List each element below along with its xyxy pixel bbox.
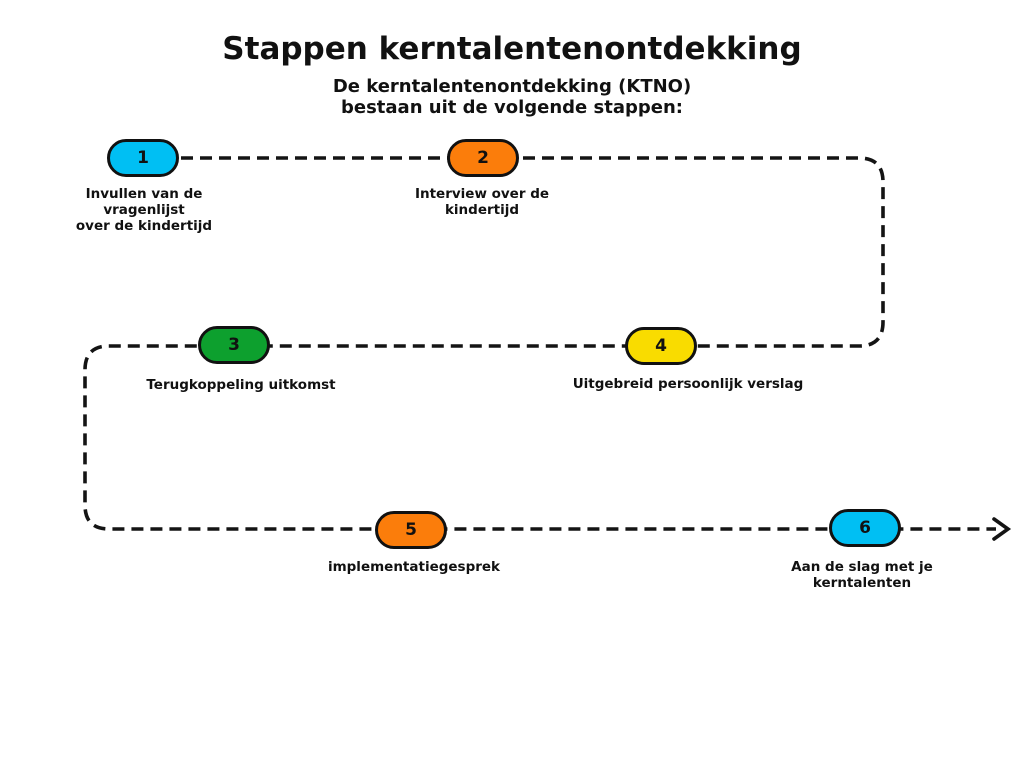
step-5-number: 5 [405,520,417,540]
page-subtitle-line-2: bestaan uit de volgende stappen: [341,97,683,118]
page-subtitle: De kerntalentenontdekking (KTNO) bestaan… [0,76,1024,118]
step-1-pill: 1 [107,139,179,177]
step-5-pill: 5 [375,511,447,549]
step-6-pill: 6 [829,509,901,547]
step-1-number: 1 [137,148,149,168]
step-3-label: Terugkoppeling uitkomst [146,377,336,393]
page-title: Stappen kerntalentenontdekking [222,31,802,67]
step-6-number: 6 [859,518,871,538]
step-4-number: 4 [655,336,667,356]
arrow-head-icon [992,517,1012,541]
step-4-label: Uitgebreid persoonlijk verslag [572,376,804,392]
page-subtitle-line-1: De kerntalentenontdekking (KTNO) [332,76,692,97]
step-2-label: Interview over de kindertijd [414,186,550,218]
step-6-label: Aan de slag met je kerntalenten [791,559,933,591]
step-2-pill: 2 [447,139,519,177]
step-5-label: implementatiegesprek [327,559,501,575]
step-4-pill: 4 [625,327,697,365]
step-3-number: 3 [228,335,240,355]
dashed-flow-line [83,156,996,531]
step-1-label: Invullen van de vragenlijst over de kind… [75,186,213,234]
step-2-number: 2 [477,148,489,168]
step-3-pill: 3 [198,326,270,364]
